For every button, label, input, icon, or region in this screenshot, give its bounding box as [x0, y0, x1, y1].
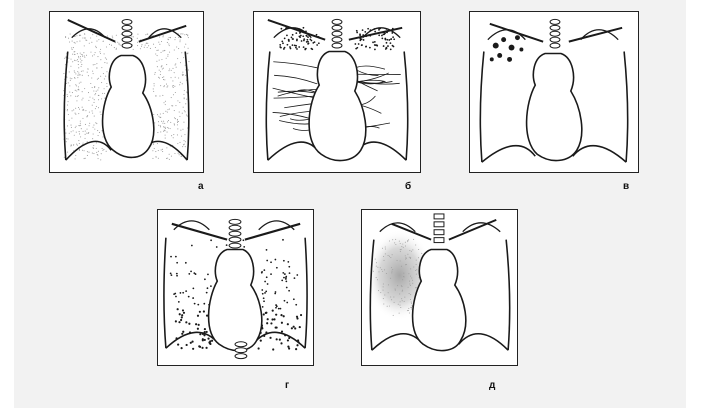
panel-a: а: [49, 11, 204, 192]
clavicle-left-e: [391, 222, 432, 241]
caption-c: в: [623, 181, 630, 192]
spine-e: [433, 213, 445, 244]
chest-outline-a: [63, 51, 190, 161]
nodules-c: [489, 35, 524, 62]
lower-spine-d: [234, 341, 248, 360]
panel-b: б: [253, 11, 421, 192]
caption-a: а: [198, 181, 204, 192]
chest-xray-drawing-b: [265, 18, 409, 162]
caption-b: б: [405, 181, 412, 192]
panel-e: д: [361, 209, 518, 391]
panel-c: в: [469, 11, 639, 192]
chest-outline-c: [479, 51, 629, 163]
apex-arc-e: [379, 222, 501, 233]
figure-sheet: а б: [14, 0, 686, 408]
clavicle-right-b: [348, 26, 403, 41]
chest-outline-d: [163, 237, 308, 349]
clavicle-right-e: [448, 218, 497, 241]
diaphragm-c: [481, 144, 627, 163]
chest-xray-drawing-d: [163, 218, 308, 360]
lung-stipple-a: [63, 33, 190, 161]
spine-a: [121, 18, 133, 49]
clavicle-right-d: [244, 222, 301, 241]
chest-xray-drawing-e: [365, 213, 511, 352]
spine-c: [549, 18, 561, 49]
heart-b: [308, 50, 367, 162]
heart-d: [207, 248, 263, 352]
spine-b: [331, 18, 343, 49]
clavicle-left-c: [489, 22, 544, 43]
lung-dots-d: [169, 238, 303, 351]
heart-c: [525, 52, 583, 162]
clavicle-right-c: [568, 26, 623, 43]
spine-d: [228, 218, 242, 249]
clavicle-left-b: [267, 18, 326, 41]
chest-xray-drawing-a: [63, 18, 190, 161]
chest-xray-drawing-c: [479, 18, 629, 163]
clavicle-left-d: [171, 222, 228, 241]
caption-d: г: [285, 380, 290, 391]
heart-e: [411, 248, 467, 352]
heart-a: [101, 54, 155, 159]
caption-e: д: [489, 380, 496, 391]
chest-outline-b: [265, 51, 409, 161]
panel-d: г: [157, 209, 314, 391]
chest-outline-e: [369, 239, 511, 351]
clavicle-right-a: [138, 24, 187, 43]
clavicle-left-a: [67, 19, 116, 43]
